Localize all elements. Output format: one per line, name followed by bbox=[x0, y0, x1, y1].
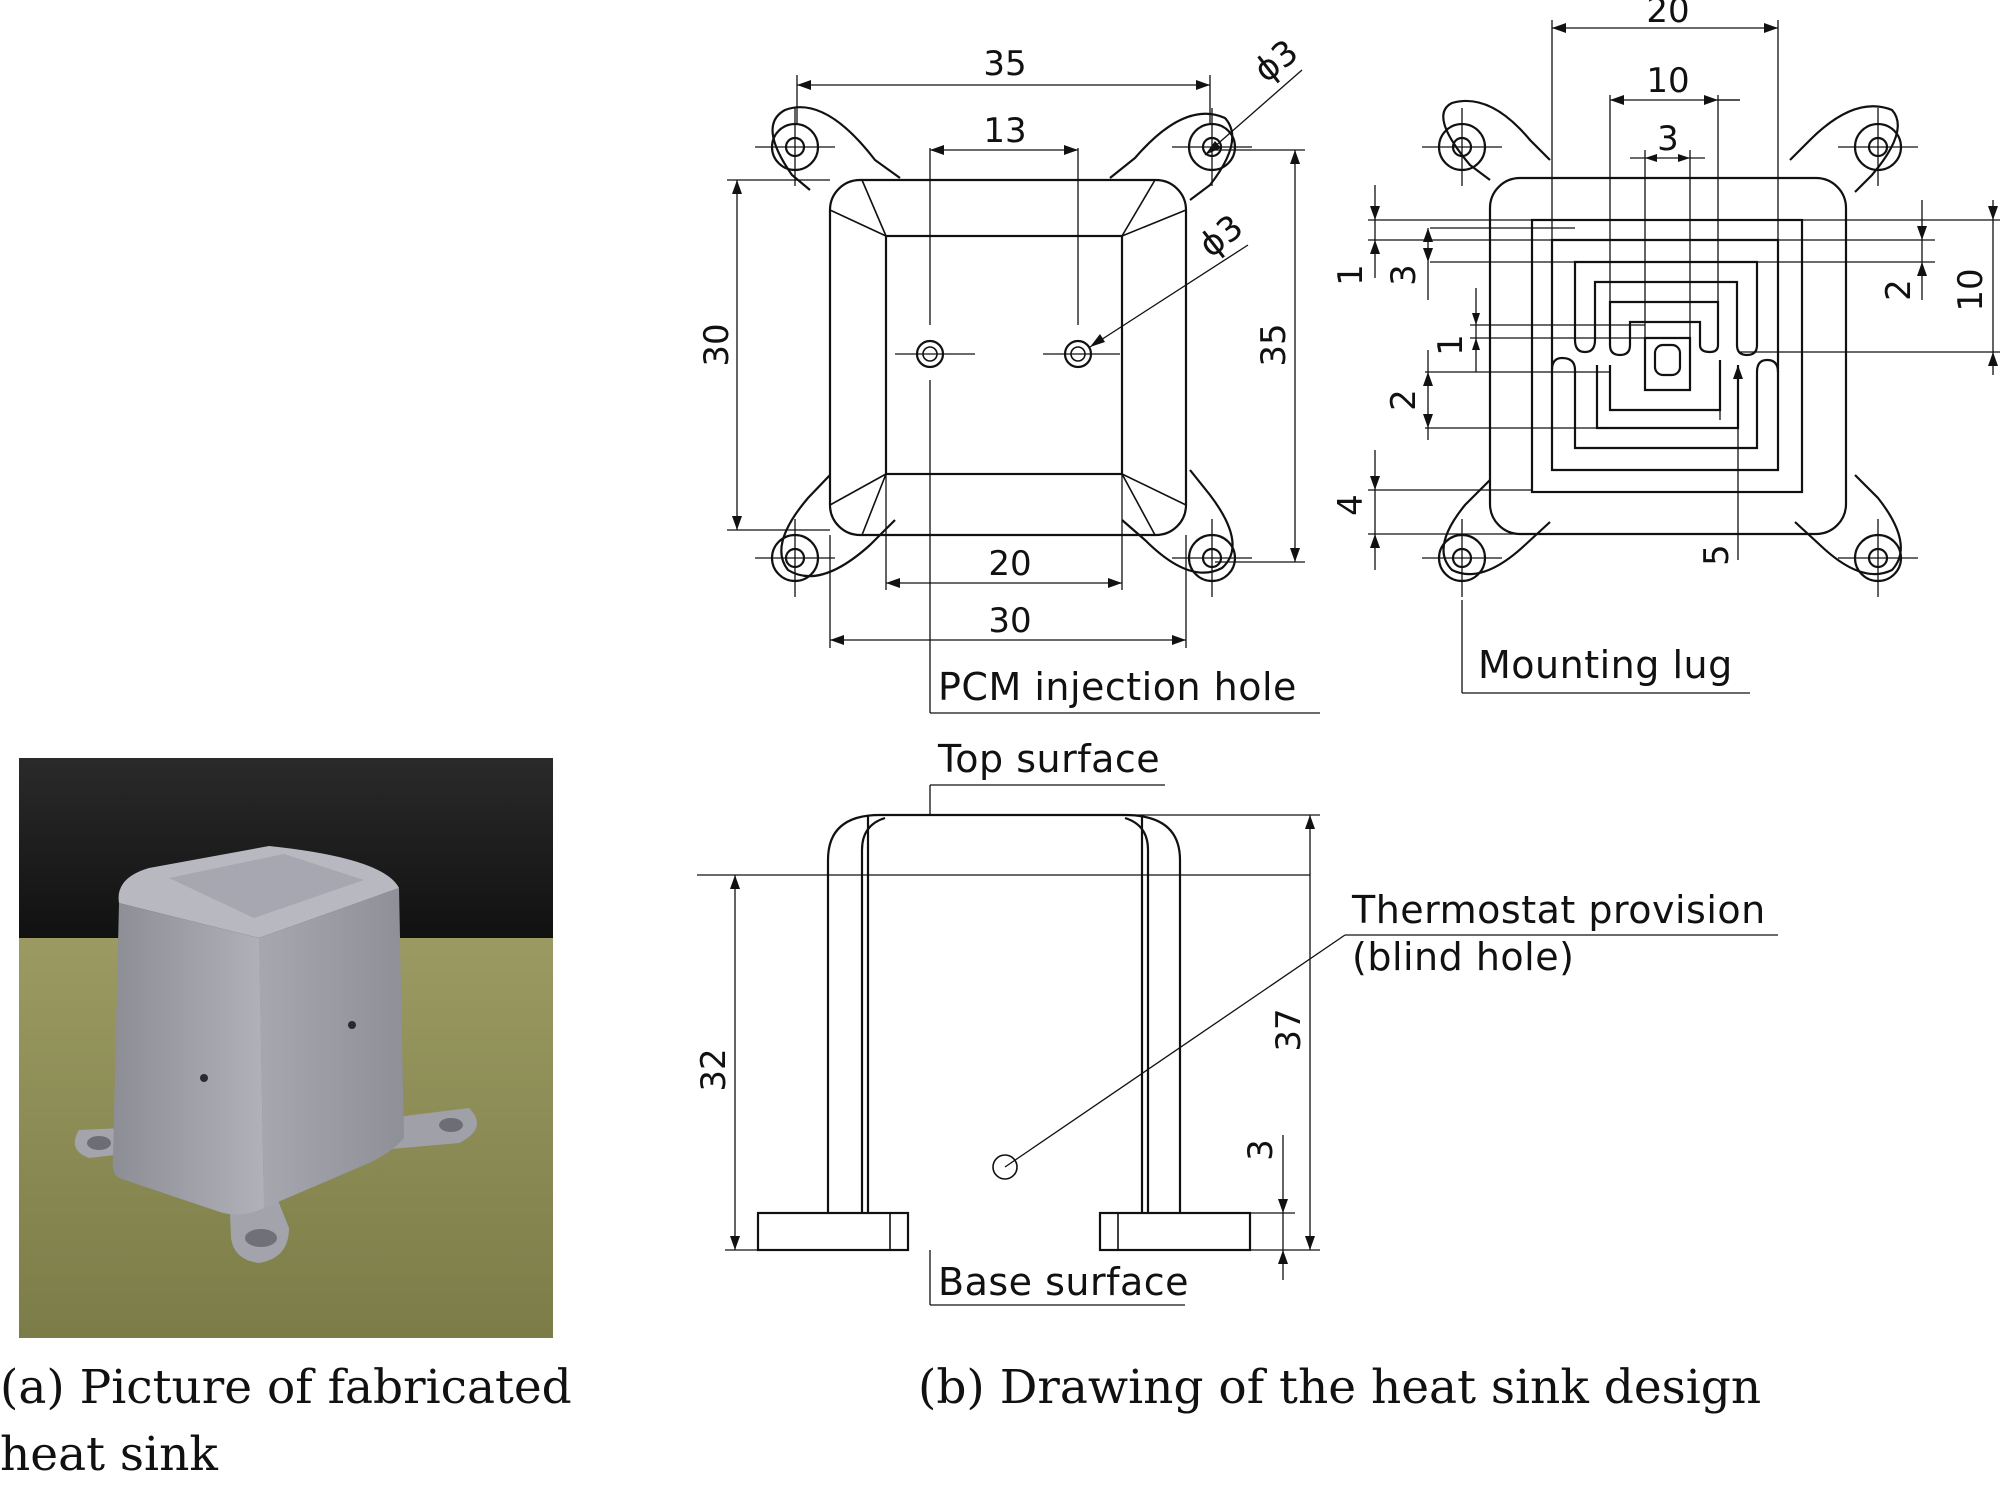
caption-a-line2: heat sink bbox=[0, 1427, 218, 1482]
caption-b: (b) Drawing of the heat sink design bbox=[918, 1360, 1762, 1415]
dim-diameter-upper: ϕ3 bbox=[1247, 32, 1306, 91]
top-view: 35 13 ϕ3 ϕ3 30 35 bbox=[697, 32, 1320, 714]
dim-hole-spacing: 13 bbox=[983, 111, 1026, 151]
dim-left-1a: 1 bbox=[1331, 264, 1371, 286]
dim-top-3: 3 bbox=[1657, 119, 1679, 159]
section-lug-outline bbox=[1442, 99, 1902, 576]
label-thermostat-line2: (blind hole) bbox=[1352, 935, 1574, 979]
dim-bottom-5: 5 bbox=[1697, 544, 1737, 566]
dim-height-right: 35 bbox=[1254, 323, 1294, 366]
dim-height-left: 30 bbox=[697, 323, 737, 366]
section-view: 20 10 3 1 3 1 2 4 bbox=[1331, 0, 2000, 694]
dim-left-4: 4 bbox=[1331, 494, 1371, 516]
dim-height-37: 37 bbox=[1269, 1008, 1309, 1051]
dim-base-3: 3 bbox=[1241, 1139, 1281, 1161]
label-mounting-lug: Mounting lug bbox=[1478, 643, 1733, 687]
dim-right-10: 10 bbox=[1951, 268, 1991, 311]
side-view: Thermostat provision (blind hole) Top su… bbox=[694, 737, 1778, 1306]
lug-outline bbox=[771, 106, 1234, 578]
label-pcm-hole: PCM injection hole bbox=[938, 665, 1297, 709]
dim-left-2: 2 bbox=[1384, 389, 1424, 411]
dim-left-1b: 1 bbox=[1431, 334, 1471, 356]
label-base-surface: Base surface bbox=[938, 1260, 1189, 1304]
label-thermostat-line1: Thermostat provision bbox=[1351, 888, 1766, 932]
dim-right-2: 2 bbox=[1879, 279, 1919, 301]
dim-height-32: 32 bbox=[694, 1048, 734, 1091]
heat-sink-photo bbox=[19, 758, 553, 1338]
dim-outer-bottom: 30 bbox=[988, 601, 1031, 641]
dim-width-outer: 35 bbox=[983, 44, 1026, 84]
thermostat-hole bbox=[992, 1154, 1018, 1180]
dim-left-3: 3 bbox=[1384, 264, 1424, 286]
dim-top-20: 20 bbox=[1646, 0, 1689, 31]
label-top-surface: Top surface bbox=[937, 737, 1160, 781]
dim-diameter-lower: ϕ3 bbox=[1192, 207, 1251, 266]
dim-inner-bottom: 20 bbox=[988, 544, 1031, 584]
caption-a-line1: (a) Picture of fabricated bbox=[0, 1360, 572, 1415]
dim-top-10: 10 bbox=[1646, 61, 1689, 101]
